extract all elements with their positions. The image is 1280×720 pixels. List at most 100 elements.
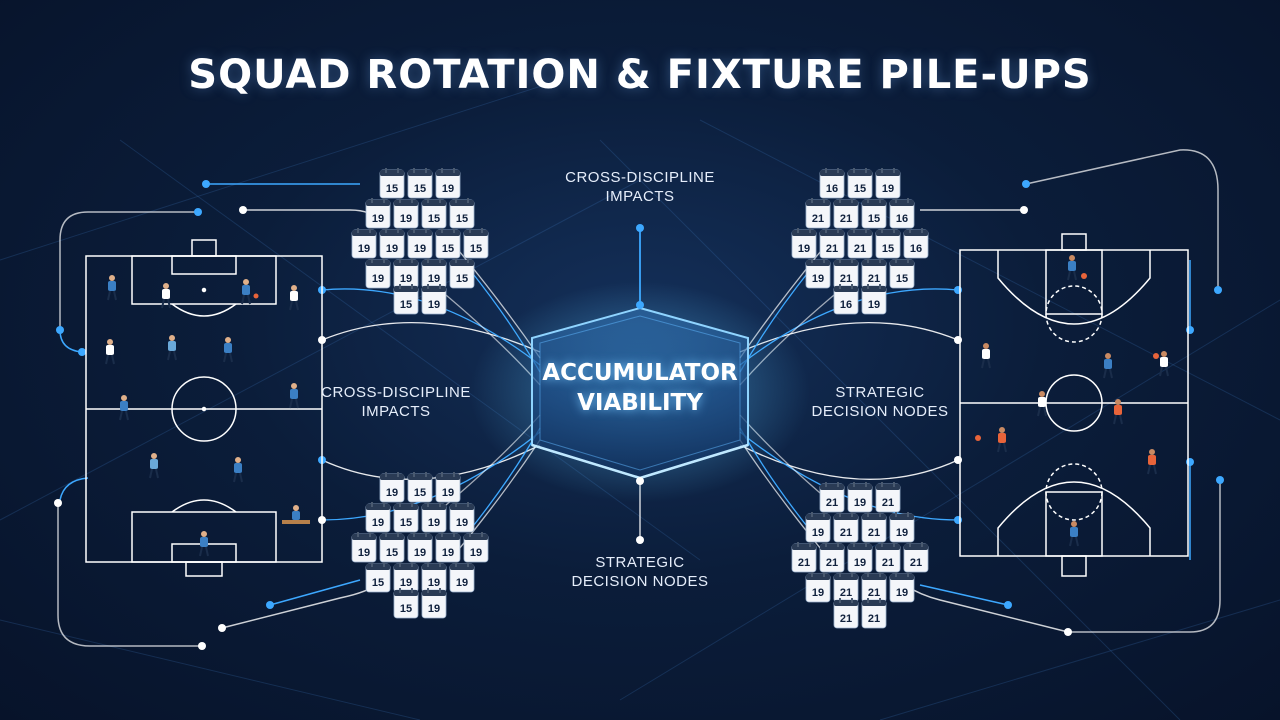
calendar-icon: 19 (463, 532, 489, 563)
label-left: CROSS-DISCIPLINE IMPACTS (321, 384, 471, 420)
calendar-date-label: 19 (812, 527, 824, 539)
ball-icon (1081, 273, 1087, 279)
ball-icon (1153, 353, 1159, 359)
calendar-date-label: 19 (868, 299, 880, 311)
calendar-icon: 19 (365, 502, 391, 533)
calendar-date-label: 19 (854, 497, 866, 509)
player-figure (233, 457, 243, 483)
calendar-date-label: 19 (400, 273, 412, 285)
accumulator-hub (470, 282, 810, 502)
calendar-icon: 21 (833, 258, 859, 289)
calendar-icon: 21 (875, 542, 901, 573)
calendar-icon: 21 (819, 228, 845, 259)
calendar-icon: 19 (393, 198, 419, 229)
calendar-date-label: 21 (868, 273, 880, 285)
calendar-icon: 19 (379, 472, 405, 503)
calendar-icon: 19 (421, 502, 447, 533)
player-figure (981, 343, 991, 369)
node-dot (198, 642, 206, 650)
calendar-icon: 15 (407, 168, 433, 199)
calendar-date-label: 21 (910, 557, 922, 569)
node-dot (636, 536, 644, 544)
ball-icon (975, 435, 981, 441)
calendar-icon: 21 (819, 482, 845, 513)
calendar-icon: 19 (379, 228, 405, 259)
calendar-date-label: 19 (812, 273, 824, 285)
calendar-date-label: 19 (386, 487, 398, 499)
node-dot (954, 286, 962, 294)
player-figure (1147, 449, 1157, 475)
calendar-date-label: 19 (400, 577, 412, 589)
calendar-date-label: 15 (400, 517, 412, 529)
calendar-date-label: 21 (840, 613, 852, 625)
calendar-icon: 21 (861, 598, 887, 629)
calendar-icon: 21 (833, 598, 859, 629)
label-bottom: STRATEGIC DECISION NODES (571, 554, 709, 590)
calendar-date-label: 21 (798, 557, 810, 569)
calendar-date-label: 15 (868, 213, 880, 225)
node-dot (56, 326, 64, 334)
calendar-date-label: 19 (428, 299, 440, 311)
node-dot (954, 456, 962, 464)
calendar-icon: 19 (351, 532, 377, 563)
basketball-players (975, 255, 1169, 547)
calendar-icon: 19 (407, 532, 433, 563)
player-figure (105, 339, 115, 365)
node-dot (1064, 628, 1072, 636)
calendar-icon: 19 (421, 258, 447, 289)
player-figure (167, 335, 177, 361)
calendar-icon: 15 (875, 228, 901, 259)
calendar-date-label: 21 (840, 527, 852, 539)
calendar-icon: 21 (861, 258, 887, 289)
calendar-date-label: 15 (456, 213, 468, 225)
calendar-date-label: 21 (868, 527, 880, 539)
calendar-icon: 16 (889, 198, 915, 229)
calendar-date-label: 16 (896, 213, 908, 225)
calendar-date-label: 15 (372, 577, 384, 589)
calendar-icon: 21 (903, 542, 929, 573)
calendar-icon: 19 (805, 512, 831, 543)
calendar-icon: 21 (805, 198, 831, 229)
calendar-icon: 19 (889, 512, 915, 543)
player-figure (1037, 391, 1047, 417)
player-figure (1103, 353, 1113, 379)
calendar-icon: 19 (791, 228, 817, 259)
calendar-icon: 15 (379, 532, 405, 563)
calendar-date-label: 19 (798, 243, 810, 255)
node-dot (194, 208, 202, 216)
calendar-date-label: 16 (826, 183, 838, 195)
calendar-date-label: 19 (428, 577, 440, 589)
calendar-date-label: 15 (470, 243, 482, 255)
calendar-icon: 19 (805, 572, 831, 603)
calendar-date-label: 15 (414, 183, 426, 195)
calendar-date-label: 19 (414, 547, 426, 559)
node-dot (1022, 180, 1030, 188)
calendar-date-label: 19 (442, 183, 454, 195)
calendar-date-label: 21 (868, 613, 880, 625)
player-figure (289, 383, 299, 409)
calendar-date-label: 15 (854, 183, 866, 195)
calendar-date-label: 19 (372, 213, 384, 225)
calendar-icon: 19 (805, 258, 831, 289)
node-dot (636, 477, 644, 485)
calendar-date-label: 19 (414, 243, 426, 255)
calendar-date-label: 19 (358, 243, 370, 255)
calendar-icon: 15 (407, 472, 433, 503)
calendar-date-label: 19 (442, 487, 454, 499)
calendar-icon: 15 (449, 198, 475, 229)
node-dot (1186, 458, 1194, 466)
player-figure (1113, 399, 1123, 425)
player-figure (149, 453, 159, 479)
calendar-date-label: 19 (470, 547, 482, 559)
background-network (0, 79, 1280, 720)
calendar-date-label: 15 (428, 213, 440, 225)
calendar-date-label: 19 (358, 547, 370, 559)
calendar-icon: 15 (889, 258, 915, 289)
node-dot (1186, 326, 1194, 334)
calendar-icon: 19 (393, 258, 419, 289)
calendar-icon: 15 (449, 258, 475, 289)
player-figure (1069, 521, 1079, 547)
node-dot (266, 601, 274, 609)
